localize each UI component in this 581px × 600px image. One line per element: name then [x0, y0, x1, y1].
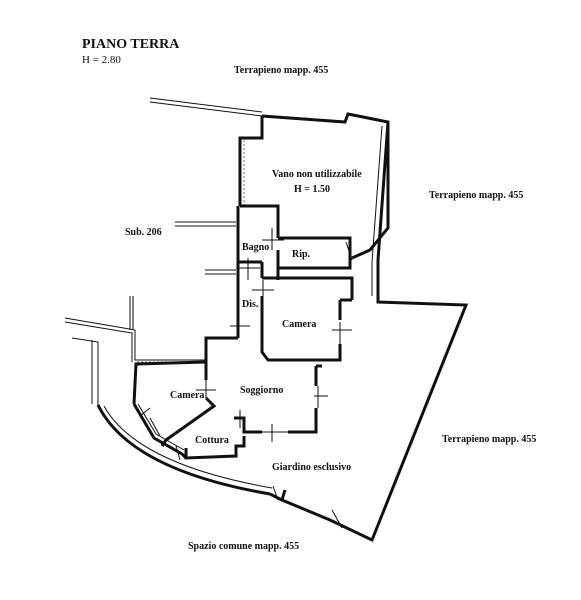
label-terrapieno-top: Terrapieno mapp. 455 — [234, 65, 328, 76]
label-vano: Vano non utilizzabile — [272, 169, 362, 180]
label-camera-2: Camera — [170, 390, 204, 401]
interior-walls — [132, 204, 354, 460]
curved-south-wall — [96, 403, 283, 502]
label-dis: Dis. — [242, 299, 259, 310]
openings — [139, 228, 353, 529]
plan-height: H = 2.80 — [82, 54, 121, 66]
label-bagno: Bagno — [242, 242, 269, 253]
label-vano-height: H = 1.50 — [294, 184, 330, 195]
outer-perimeter — [280, 121, 469, 543]
label-cottura: Cottura — [195, 435, 229, 446]
label-camera-1: Camera — [282, 319, 316, 330]
label-terrapieno-bottom: Terrapieno mapp. 455 — [442, 434, 536, 445]
label-rip: Rip. — [292, 249, 311, 260]
label-soggiorno: Soggiorno — [240, 385, 283, 396]
label-spazio-comune: Spazio comune mapp. 455 — [188, 541, 299, 552]
sub206-lines — [175, 221, 236, 275]
label-sub-206: Sub. 206 — [125, 227, 162, 238]
boundary-top-left — [149, 97, 263, 117]
label-giardino: Giardino esclusivo — [272, 462, 351, 473]
label-terrapieno-right: Terrapieno mapp. 455 — [429, 190, 523, 201]
plan-title: PIANO TERRA — [82, 37, 180, 52]
